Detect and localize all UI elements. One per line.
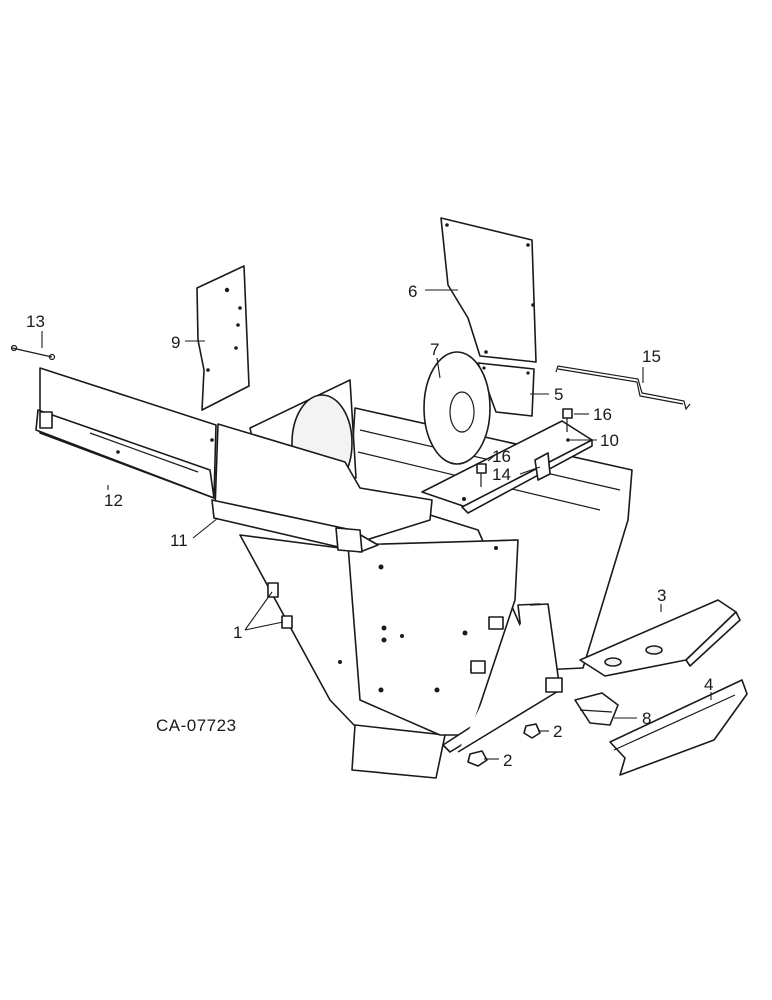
part-2-nut-b [467, 750, 488, 767]
main-housing [239, 351, 633, 779]
part-4-shield [609, 679, 748, 776]
leader-lines [41, 289, 712, 760]
part-8-bracket [574, 692, 619, 726]
part-1-clips [267, 582, 293, 629]
callout-9: 9 [171, 333, 180, 352]
part-9-panel [196, 265, 250, 411]
callout-5: 5 [554, 385, 563, 404]
callout-10: 10 [600, 431, 619, 450]
part-7-cover [423, 351, 491, 465]
callout-14: 14 [492, 465, 511, 484]
callout-4: 4 [704, 675, 713, 694]
part-3-plate [579, 599, 741, 677]
part-16-bolt-a [562, 408, 573, 432]
part-13-rod [10, 344, 56, 361]
callout-6: 6 [408, 282, 417, 301]
callout-13: 13 [26, 312, 45, 331]
callout-2-lower: 2 [503, 751, 512, 770]
drawing-id: CA-07723 [156, 716, 237, 735]
callout-7: 7 [430, 340, 439, 359]
callout-8: 8 [642, 709, 651, 728]
part-2-nut-a [523, 723, 541, 739]
callout-15: 15 [642, 347, 661, 366]
callout-1: 1 [233, 623, 242, 642]
part-6-panel [440, 217, 537, 363]
callout-16-lower: 16 [492, 447, 511, 466]
callout-3: 3 [657, 586, 666, 605]
callout-16-upper: 16 [593, 405, 612, 424]
part-16-bolt-b [476, 463, 487, 487]
part-15-rod [555, 365, 691, 411]
callout-11: 11 [170, 531, 188, 550]
part-10-bracket [421, 420, 593, 514]
part-11-panel [211, 423, 433, 553]
callout-12: 12 [104, 491, 123, 510]
part-12-panel [35, 367, 217, 499]
callout-2-upper: 2 [553, 722, 562, 741]
callouts: 13 9 6 7 15 5 16 10 16 14 12 11 1 3 4 8 … [26, 282, 713, 770]
